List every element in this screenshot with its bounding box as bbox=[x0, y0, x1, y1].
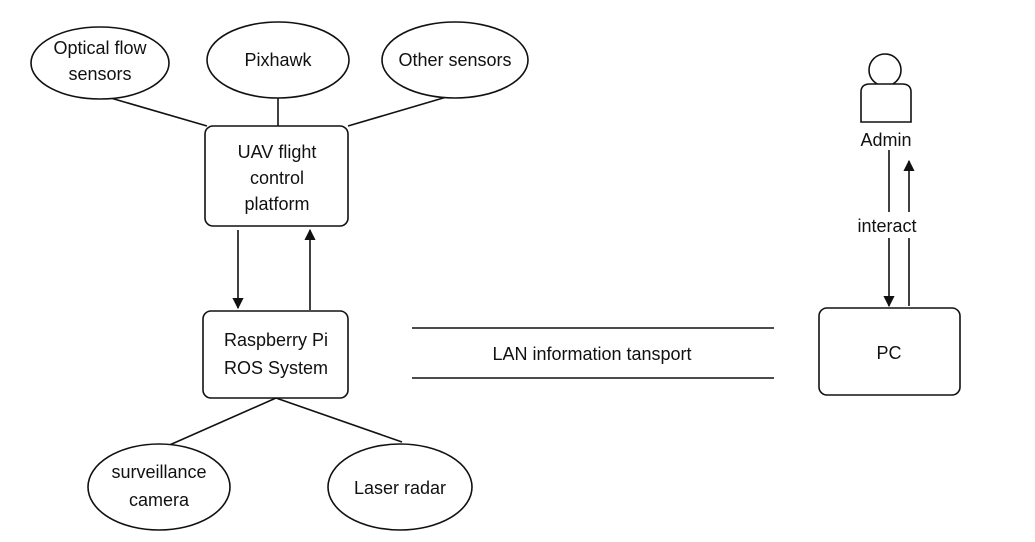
optical-flow-label-line2: sensors bbox=[68, 64, 131, 84]
interact-label: interact bbox=[857, 216, 916, 236]
other-sensors-label: Other sensors bbox=[398, 50, 511, 70]
platform-label-line1: UAV flight bbox=[238, 142, 317, 162]
raspberry-label-line2: ROS System bbox=[224, 358, 328, 378]
edge-other-to-platform bbox=[347, 95, 451, 127]
laser-radar-label: Laser radar bbox=[354, 478, 446, 498]
lan-link: LAN information tansport bbox=[412, 327, 774, 379]
node-other-sensors: Other sensors bbox=[381, 21, 529, 99]
platform-label-line3: platform bbox=[244, 194, 309, 214]
edge-raspberry-to-laser bbox=[275, 397, 403, 443]
node-optical-flow-sensors: Optical flow sensors bbox=[30, 26, 170, 100]
node-uav-flight-control-platform: UAV flight control platform bbox=[204, 125, 349, 227]
edge-raspberry-to-camera bbox=[164, 397, 277, 448]
node-surveillance-camera: surveillance camera bbox=[87, 443, 231, 531]
node-raspberry-pi-ros-system: Raspberry Pi ROS System bbox=[202, 310, 349, 399]
platform-label-line2: control bbox=[250, 168, 304, 188]
lan-label: LAN information tansport bbox=[492, 344, 691, 364]
raspberry-label-line1: Raspberry Pi bbox=[224, 330, 328, 350]
camera-label-line1: surveillance bbox=[111, 462, 206, 482]
node-pixhawk: Pixhawk bbox=[206, 21, 350, 99]
camera-label-line2: camera bbox=[129, 490, 190, 510]
pc-label: PC bbox=[876, 343, 901, 363]
optical-flow-label-line1: Optical flow bbox=[53, 38, 147, 58]
admin-label: Admin bbox=[860, 130, 911, 150]
node-laser-radar: Laser radar bbox=[327, 443, 473, 531]
pixhawk-label: Pixhawk bbox=[244, 50, 312, 70]
interact-label-bg bbox=[852, 212, 920, 238]
node-pc: PC bbox=[818, 307, 961, 396]
admin-person-icon bbox=[860, 53, 912, 123]
